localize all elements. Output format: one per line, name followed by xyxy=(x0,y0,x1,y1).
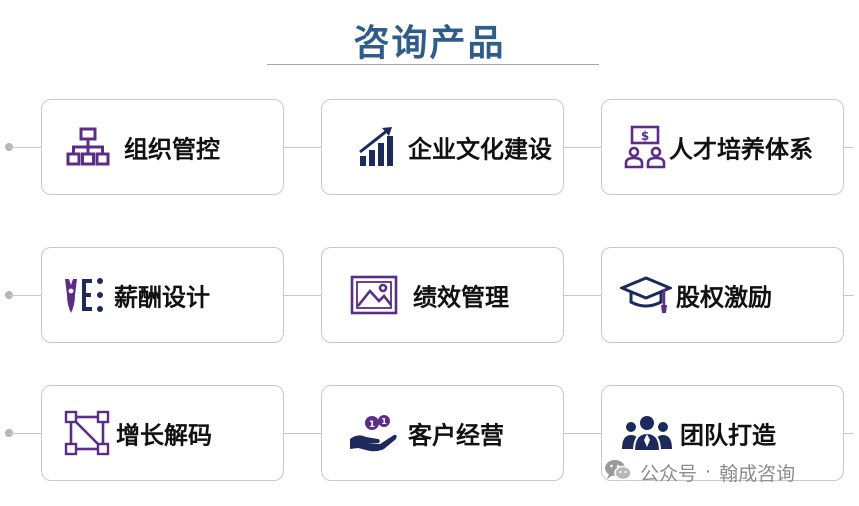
svg-text:1: 1 xyxy=(369,420,375,430)
performance-picture-icon xyxy=(350,275,398,315)
svg-text:$: $ xyxy=(641,129,649,143)
watermark-name: 翰成咨询 xyxy=(719,462,796,485)
product-card-corporate-culture: 企业文化建设 xyxy=(321,99,564,195)
talent-training-icon: $ xyxy=(622,125,668,169)
watermark-separator: · xyxy=(705,461,712,483)
wechat-icon xyxy=(604,458,632,487)
product-label: 人才培养体系 xyxy=(669,135,813,164)
product-card-team-building: 团队打造 xyxy=(601,385,844,481)
svg-text:1: 1 xyxy=(381,417,387,426)
product-label: 增长解码 xyxy=(116,421,212,450)
compensation-list-icon xyxy=(62,275,106,315)
product-label: 绩效管理 xyxy=(413,283,509,312)
product-card-customer-operation: 1 1 客户经营 xyxy=(321,385,564,481)
product-label: 企业文化建设 xyxy=(408,135,552,164)
product-card-equity-incentive: 股权激励 xyxy=(601,247,844,343)
graduation-cap-icon xyxy=(620,275,672,315)
title-underline xyxy=(267,64,599,65)
hand-coins-icon: 1 1 xyxy=(348,413,400,453)
product-label: 团队打造 xyxy=(680,421,776,450)
product-card-org-control: 组织管控 xyxy=(41,99,284,195)
crop-frame-icon xyxy=(64,410,110,456)
product-label: 薪酬设计 xyxy=(114,283,210,312)
product-card-performance: 绩效管理 xyxy=(321,247,564,343)
org-chart-icon xyxy=(66,127,110,167)
product-card-talent-system: $ 人才培养体系 xyxy=(601,99,844,195)
watermark-brand: 公众号 xyxy=(640,462,698,485)
product-card-compensation: 薪酬设计 xyxy=(41,247,284,343)
watermark: 公众号 · 翰成咨询 xyxy=(604,458,795,486)
team-group-icon xyxy=(620,413,674,453)
page-title: 咨询产品 xyxy=(353,23,506,64)
growth-chart-icon xyxy=(358,126,398,168)
product-label: 股权激励 xyxy=(676,283,772,312)
product-label: 客户经营 xyxy=(408,421,504,450)
product-label: 组织管控 xyxy=(124,135,220,164)
product-card-growth-decoding: 增长解码 xyxy=(41,385,284,481)
